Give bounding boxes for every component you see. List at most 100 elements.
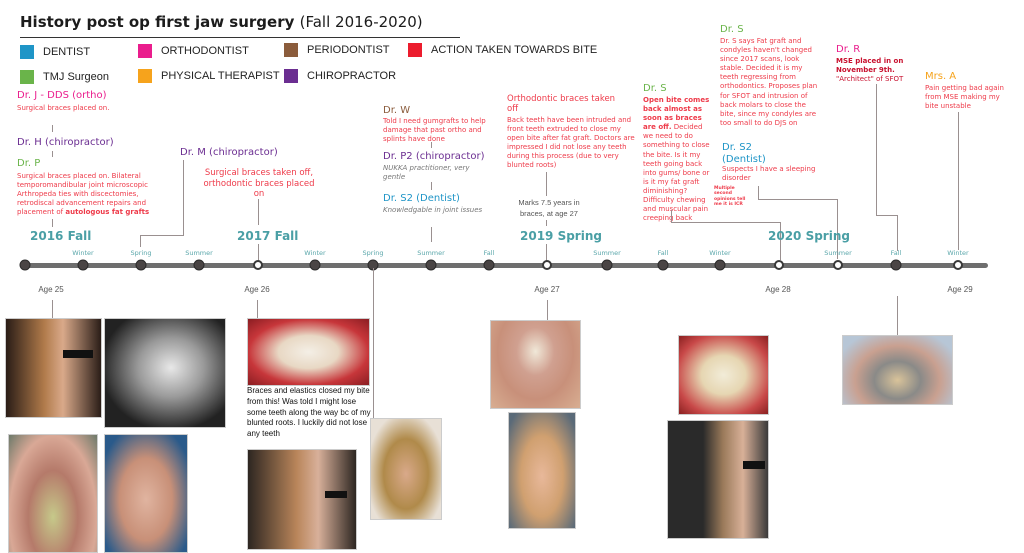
event-dr-s2-a-note: Knowledgable in joint issues — [383, 206, 483, 214]
event-dr-s-a-name: Dr. S — [643, 83, 667, 94]
season-label: Summer — [824, 249, 852, 257]
page-title: History post op first jaw surgery (Fall … — [20, 13, 423, 31]
age-label: Age 25 — [38, 285, 64, 294]
event-dr-p2-name: Dr. P2 (chiropractor) — [383, 151, 485, 162]
legend-item-tmj-surgeon: TMJ Surgeon — [20, 70, 109, 84]
timeline-node — [890, 259, 902, 271]
connector — [431, 142, 432, 148]
connector — [431, 182, 432, 190]
title-main: History post op first jaw surgery — [20, 13, 295, 31]
legend-item-action: ACTION TAKEN TOWARDS BITE — [408, 43, 597, 57]
event-mrs-a-name: Mrs. A — [925, 71, 957, 82]
timeline-track — [20, 263, 988, 268]
legend-item-chiropractor: CHIROPRACTOR — [284, 69, 396, 83]
timeline-node — [309, 259, 321, 271]
connector — [373, 268, 374, 418]
connector — [546, 172, 547, 196]
event-ortho-off-name: Orthodontic braces taken off — [507, 94, 616, 115]
milestone-2016-fall: 2016 Fall — [30, 229, 92, 243]
event-braces-2017: Surgical braces taken off, orthodontic b… — [203, 168, 315, 200]
timeline-node — [19, 259, 31, 271]
connector — [257, 300, 258, 318]
legend-swatch-action — [408, 43, 422, 57]
connector — [671, 210, 672, 222]
legend-swatch-chiropractor — [284, 69, 298, 83]
age-label: Age 26 — [244, 285, 270, 294]
connector — [876, 215, 898, 216]
connector — [140, 235, 184, 236]
legend-item-dentist: DENTIST — [20, 45, 90, 59]
connector — [547, 300, 548, 320]
timeline-node — [774, 260, 784, 270]
photo-mse-appliance — [842, 335, 953, 405]
season-label: Winter — [947, 249, 969, 257]
connector — [758, 186, 759, 199]
season-label: Summer — [593, 249, 621, 257]
photo-headshot-2018 — [370, 418, 442, 520]
connector — [671, 222, 781, 223]
event-dr-p-note: Surgical braces placed on. Bilateral tem… — [17, 172, 150, 217]
connector — [758, 199, 838, 200]
season-label: Fall — [483, 249, 495, 257]
age-label: Age 29 — [947, 285, 973, 294]
title-divider — [20, 37, 460, 38]
photo-xray — [104, 318, 226, 428]
connector — [876, 84, 877, 215]
event-dr-s-a-note: Open bite comes back almost as soon as b… — [643, 96, 710, 223]
age-label: Age 28 — [765, 285, 791, 294]
photo-profile-2020 — [667, 420, 769, 539]
event-dr-p2-note: NUKKA practitioner, very gentle — [383, 164, 470, 182]
timeline-node — [714, 259, 726, 271]
event-dr-s2-a-name: Dr. S2 (Dentist) — [383, 193, 460, 204]
milestone-2017-fall: 2017 Fall — [237, 229, 299, 243]
milestone-2019-spring: 2019 Spring — [520, 229, 602, 243]
season-label: Fall — [657, 249, 669, 257]
event-dr-j-name: Dr. J - DDS (ortho) — [17, 90, 107, 101]
legend-swatch-tmj-surgeon — [20, 70, 34, 84]
timeline-node — [425, 259, 437, 271]
timeline-node — [253, 260, 263, 270]
photo-caption-2017: Braces and elastics closed my bite from … — [247, 386, 371, 439]
event-dr-j-note: Surgical braces placed on. — [17, 104, 110, 112]
photo-profile-2016 — [5, 318, 102, 418]
event-dr-r-name: Dr. R — [836, 44, 861, 55]
photo-elastics — [8, 434, 98, 553]
timeline-node — [542, 260, 552, 270]
photo-teeth-2020 — [678, 335, 769, 415]
season-label: Spring — [362, 249, 384, 257]
legend-item-orthodontist: ORTHODONTIST — [138, 44, 249, 58]
event-dr-m-name: Dr. M (chiropractor) — [180, 147, 278, 158]
season-label: Summer — [417, 249, 445, 257]
event-dr-s2-b-name: Dr. S2 (Dentist) — [722, 142, 766, 165]
connector — [546, 220, 547, 226]
season-label: Winter — [72, 249, 94, 257]
event-dr-s2-b-note: Suspects I have a sleeping disorder — [722, 165, 816, 183]
connector — [897, 215, 898, 251]
timeline-node — [953, 260, 963, 270]
connector — [52, 300, 53, 318]
legend-swatch-dentist — [20, 45, 34, 59]
age-label: Age 27 — [534, 285, 560, 294]
connector — [431, 227, 432, 242]
event-mrs-a-note: Pain getting bad again from MSE making m… — [925, 84, 1004, 111]
connector — [52, 219, 53, 227]
legend-item-physical-therapist: PHYSICAL THERAPIST — [138, 69, 280, 83]
event-dr-w-name: Dr. W — [383, 105, 411, 116]
event-dr-p-name: Dr. P — [17, 158, 41, 169]
connector — [958, 112, 959, 250]
connector — [258, 199, 259, 225]
timeline-node — [135, 259, 147, 271]
event-multiple-opinions: Multiple second opinions tell me it is I… — [714, 186, 746, 208]
timeline-node — [657, 259, 669, 271]
season-label: Summer — [185, 249, 213, 257]
event-dr-w-note: Told I need gumgrafts to help damage tha… — [383, 117, 486, 144]
event-dr-s-b-note: Dr. S says Fat graft and condyles haven'… — [720, 37, 818, 127]
title-sub: (Fall 2016-2020) — [299, 13, 423, 31]
photo-braces-smile — [104, 434, 188, 553]
connector — [258, 244, 259, 261]
season-label: Winter — [709, 249, 731, 257]
connector — [780, 222, 781, 260]
event-dr-r-note: MSE placed in on November 9th. "Architec… — [836, 57, 904, 84]
connector — [897, 296, 898, 336]
connector — [140, 235, 141, 247]
